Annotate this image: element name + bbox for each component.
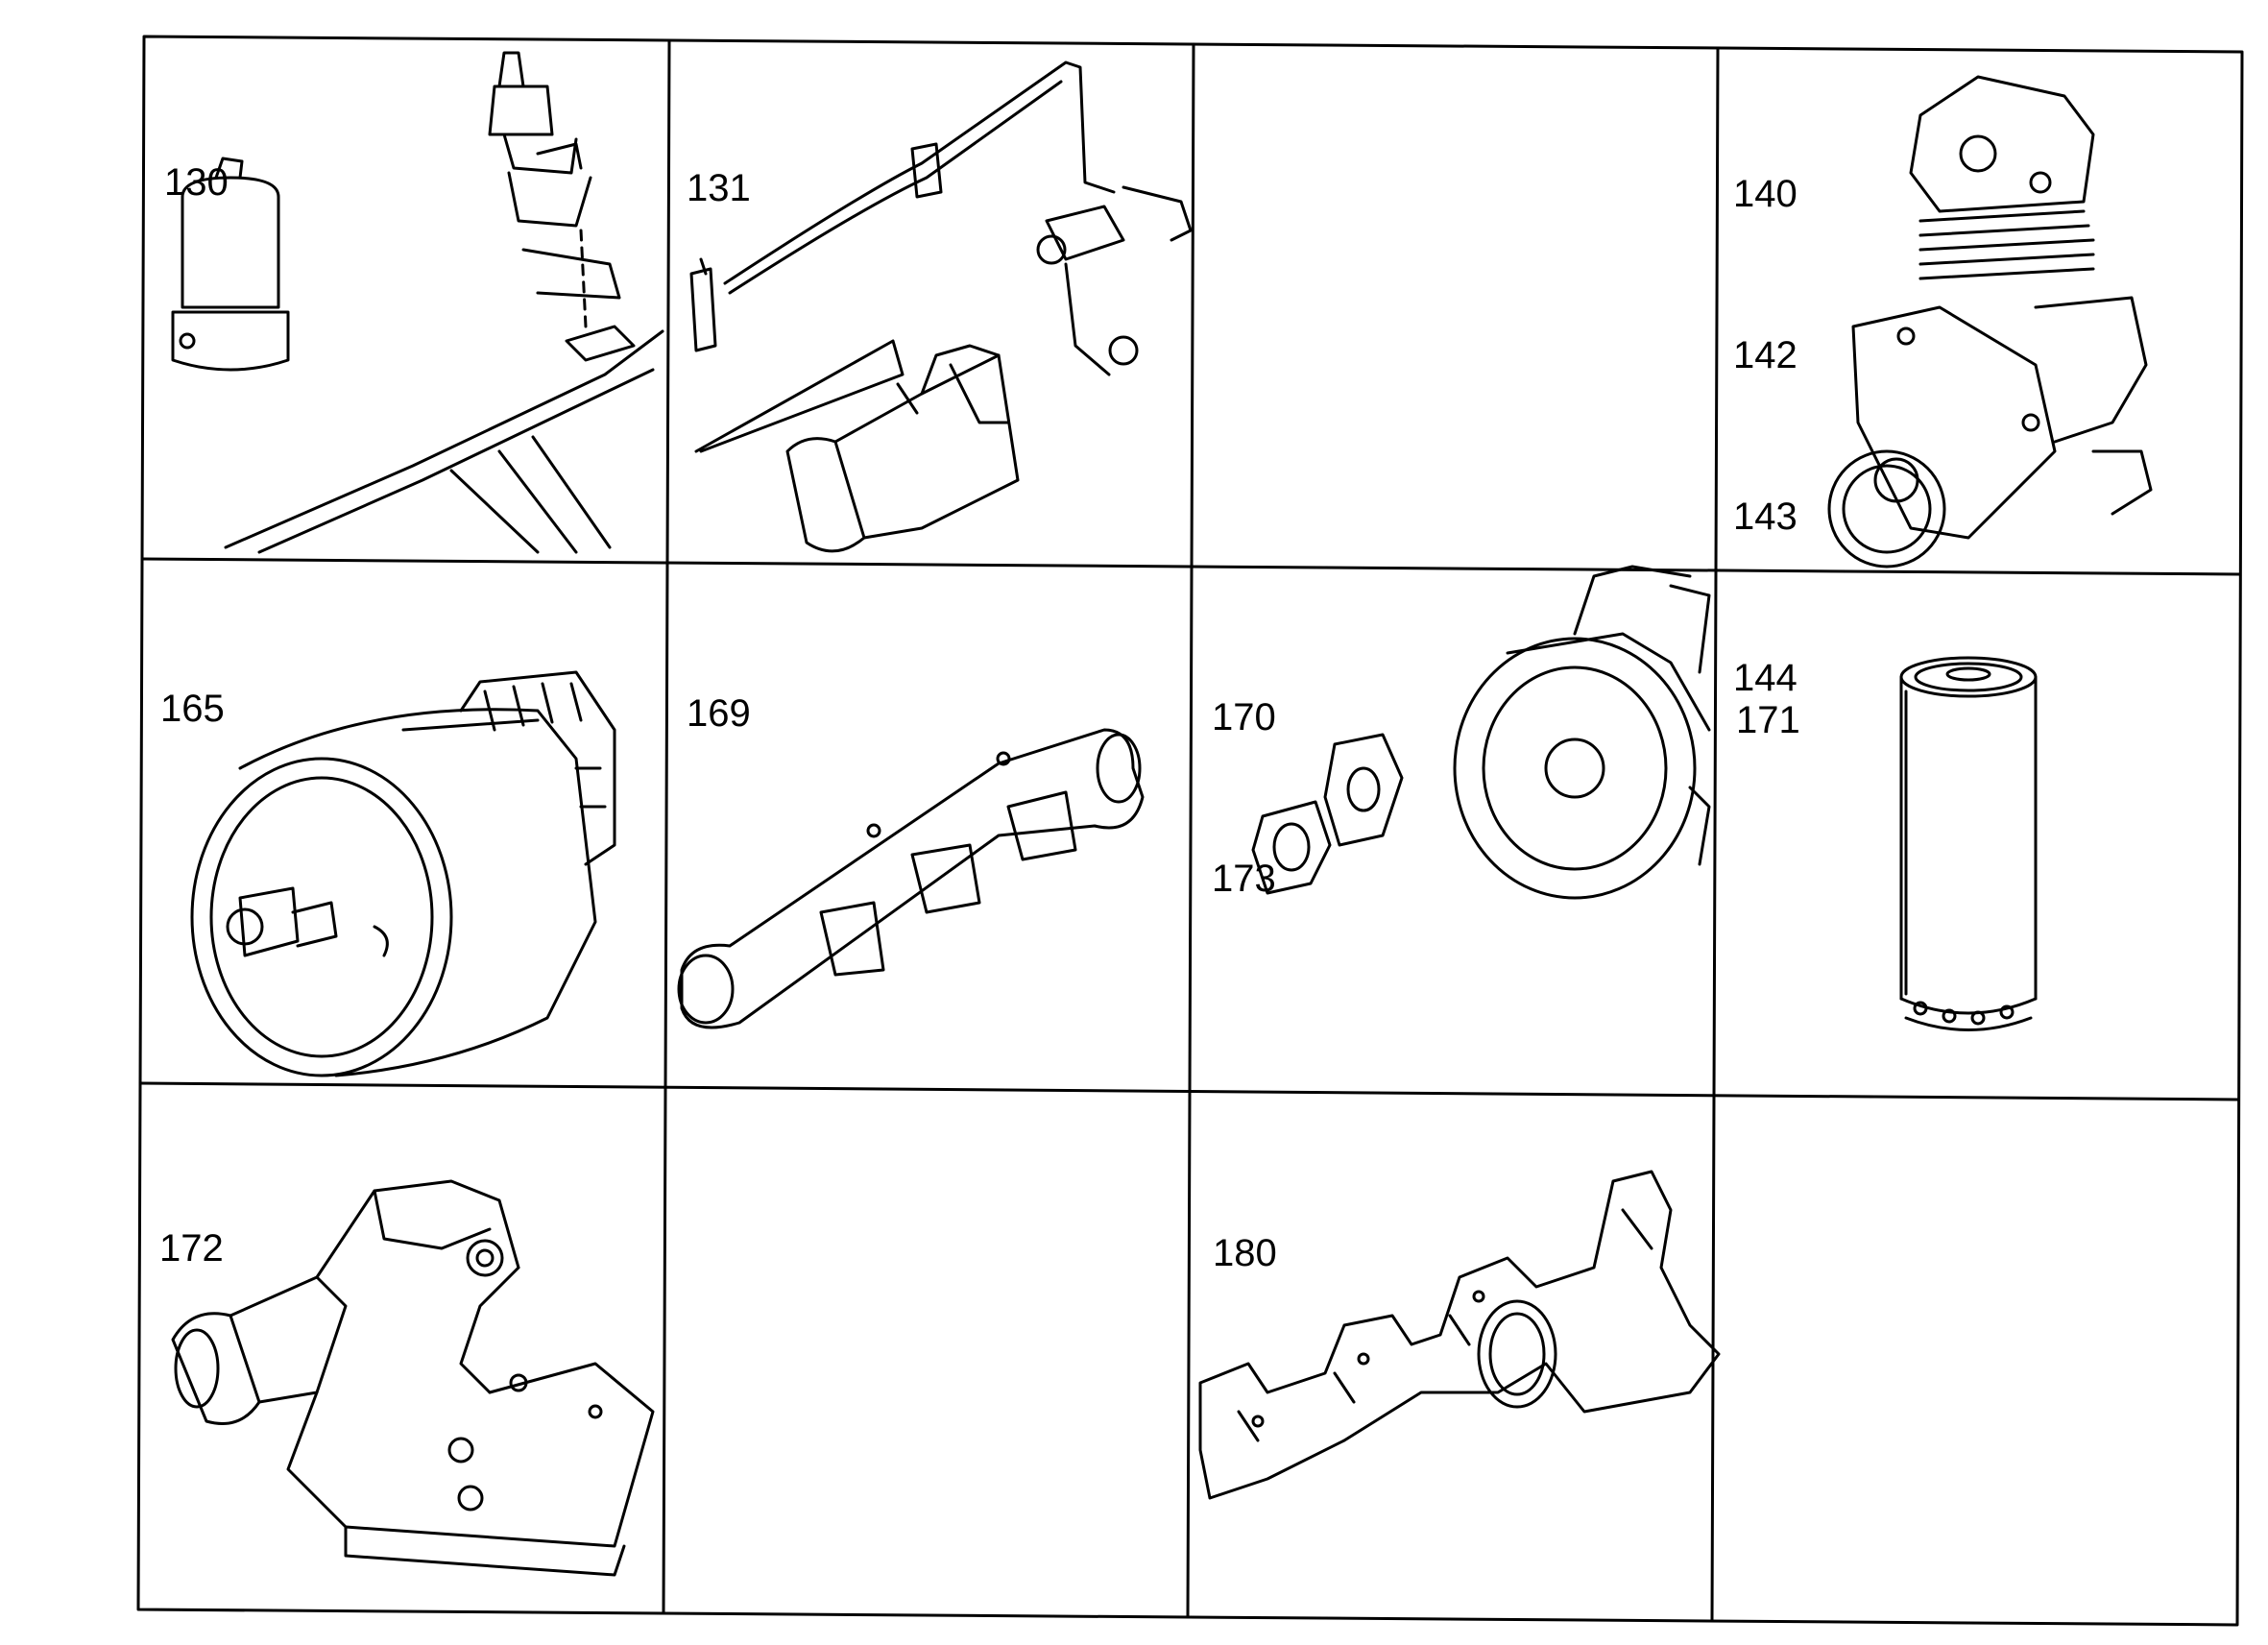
grid-frame (136, 35, 2244, 1627)
air-compressor-drawing (1827, 75, 2153, 568)
part-number: 169 (687, 692, 751, 735)
cell-label-11: 180 (1213, 1119, 1277, 1388)
grid-col-divider (1710, 46, 1720, 1623)
exhaust-manifold-drawing (1198, 1170, 1721, 1500)
grid-col-divider (662, 38, 671, 1615)
grid-col-divider (1186, 42, 1195, 1619)
part-number: 131 (687, 167, 751, 209)
part-number: 143 (1733, 496, 1798, 538)
part-number: 170 (1212, 696, 1276, 738)
glow-plug-sensor-drawing (171, 51, 664, 554)
injection-line-drawing (689, 60, 1193, 553)
flywheel-housing-drawing (1251, 565, 1711, 900)
cell-label-5: 165 (160, 574, 225, 843)
part-number: 165 (160, 688, 225, 730)
part-number: 142 (1733, 334, 1798, 376)
oil-filter-drawing (1899, 656, 2038, 1031)
cell-label-7: 170 173 (1212, 583, 1276, 1013)
manifold-pipe-drawing (677, 728, 1145, 1029)
cell-label-6: 169 (687, 579, 751, 848)
part-number: 171 (1736, 699, 1800, 741)
cell-label-1: 130 (164, 48, 229, 317)
pulley-damper-drawing (190, 670, 616, 1077)
part-number: 173 (1212, 858, 1276, 900)
cell-label-4: 140 142 143 144 (1733, 60, 1798, 812)
part-number: 144 (1733, 657, 1798, 699)
cell-label-9: 172 (159, 1114, 224, 1383)
part-number: 180 (1213, 1232, 1277, 1274)
cell-label-2: 131 (687, 54, 751, 323)
part-number: 172 (159, 1227, 224, 1270)
cell-label-8: 171 (1736, 586, 1800, 855)
part-number: 130 (164, 161, 229, 204)
part-number: 140 (1733, 173, 1798, 215)
thermostat-housing-drawing (171, 1179, 655, 1577)
